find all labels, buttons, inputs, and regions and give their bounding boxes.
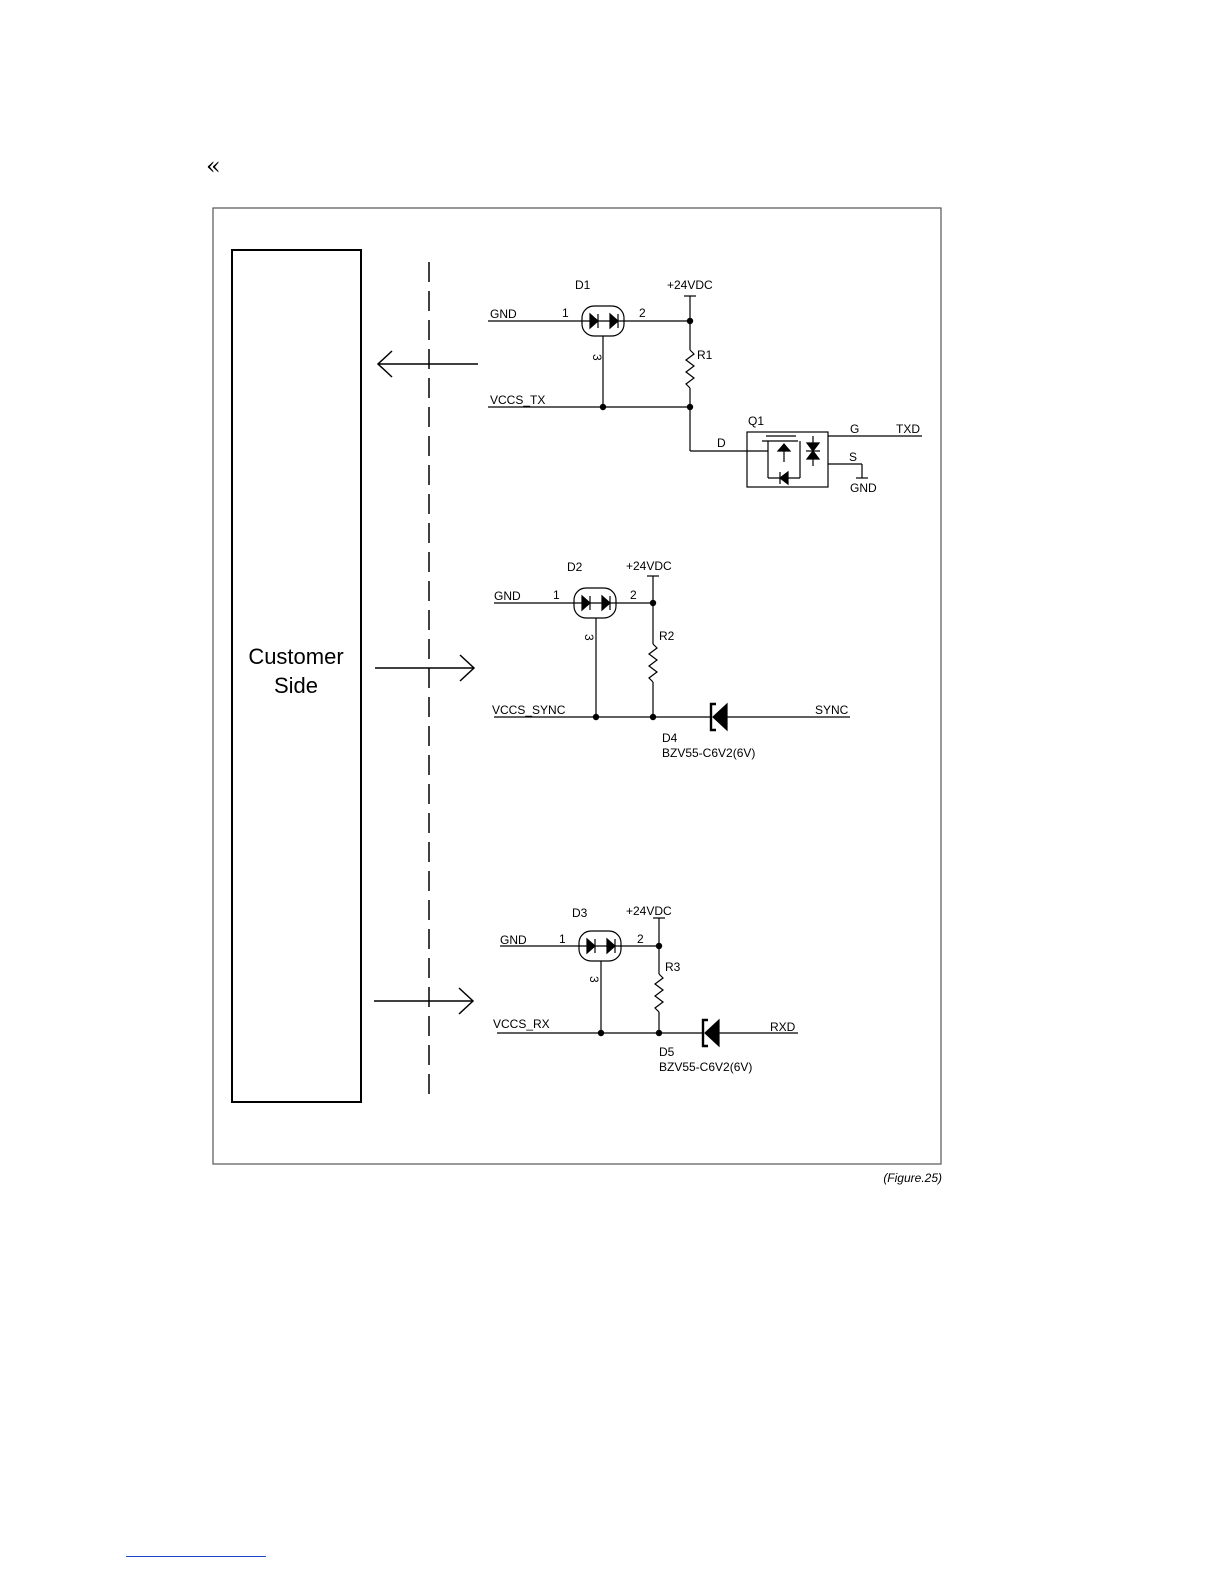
diode-d2-package — [574, 588, 616, 618]
q1-s-pin: S — [849, 450, 857, 464]
tx-gnd-label: GND — [490, 307, 517, 321]
d1-pin3: 3 — [590, 354, 604, 361]
d1-label: D1 — [575, 278, 591, 292]
zener-d5 — [703, 1020, 719, 1046]
resistor-r3 — [655, 974, 663, 1012]
d3-pin2: 2 — [637, 932, 644, 946]
d2-pin3: 3 — [582, 634, 596, 641]
d3-pin1: 1 — [559, 932, 566, 946]
arrow-tx-to-customer — [378, 351, 478, 377]
diode-d3-package — [579, 931, 621, 961]
mosfet-q1 — [747, 432, 828, 487]
vccs-sync-label: VCCS_SYNC — [492, 703, 566, 717]
r3-label: R3 — [665, 960, 681, 974]
tx-supply-label: +24VDC — [667, 278, 713, 292]
d2-label: D2 — [567, 560, 583, 574]
q1-gnd-label: GND — [850, 481, 877, 495]
footnote-rule — [126, 1556, 266, 1557]
d1-pin1: 1 — [562, 306, 569, 320]
d2-pin1: 1 — [553, 588, 560, 602]
vccs-rx-label: VCCS_RX — [493, 1017, 550, 1031]
customer-side-line-2: Side — [274, 673, 318, 698]
r2-label: R2 — [659, 629, 675, 643]
resistor-r1 — [686, 350, 694, 388]
sync-supply-label: +24VDC — [626, 559, 672, 573]
d4-label: D4 — [662, 731, 678, 745]
d3-label: D3 — [572, 906, 588, 920]
vccs-tx-label: VCCS_TX — [490, 393, 545, 407]
sync-gnd-label: GND — [494, 589, 521, 603]
d1-pin2: 2 — [639, 306, 646, 320]
d5-part-label: BZV55-C6V2(6V) — [659, 1060, 752, 1074]
rx-gnd-label: GND — [500, 933, 527, 947]
figure-caption: (Figure.25) — [883, 1171, 942, 1185]
q1-label: Q1 — [748, 414, 764, 428]
sync-label: SYNC — [815, 703, 849, 717]
rxd-label: RXD — [770, 1020, 796, 1034]
arrow-rx-to-board — [374, 988, 473, 1014]
figure-frame — [213, 208, 941, 1164]
customer-side-line-1: Customer — [248, 644, 343, 669]
txd-label: TXD — [896, 422, 920, 436]
resistor-r2 — [649, 644, 657, 682]
q1-d-pin: D — [717, 436, 726, 450]
d3-pin3: 3 — [587, 976, 601, 983]
zener-d4 — [711, 704, 727, 730]
d4-part-label: BZV55-C6V2(6V) — [662, 746, 755, 760]
arrow-sync-to-board — [375, 655, 474, 681]
d2-pin2: 2 — [630, 588, 637, 602]
d5-label: D5 — [659, 1045, 675, 1059]
r1-label: R1 — [697, 348, 713, 362]
diode-d1-package — [582, 306, 624, 336]
rx-supply-label: +24VDC — [626, 904, 672, 918]
q1-g-pin: G — [850, 422, 859, 436]
